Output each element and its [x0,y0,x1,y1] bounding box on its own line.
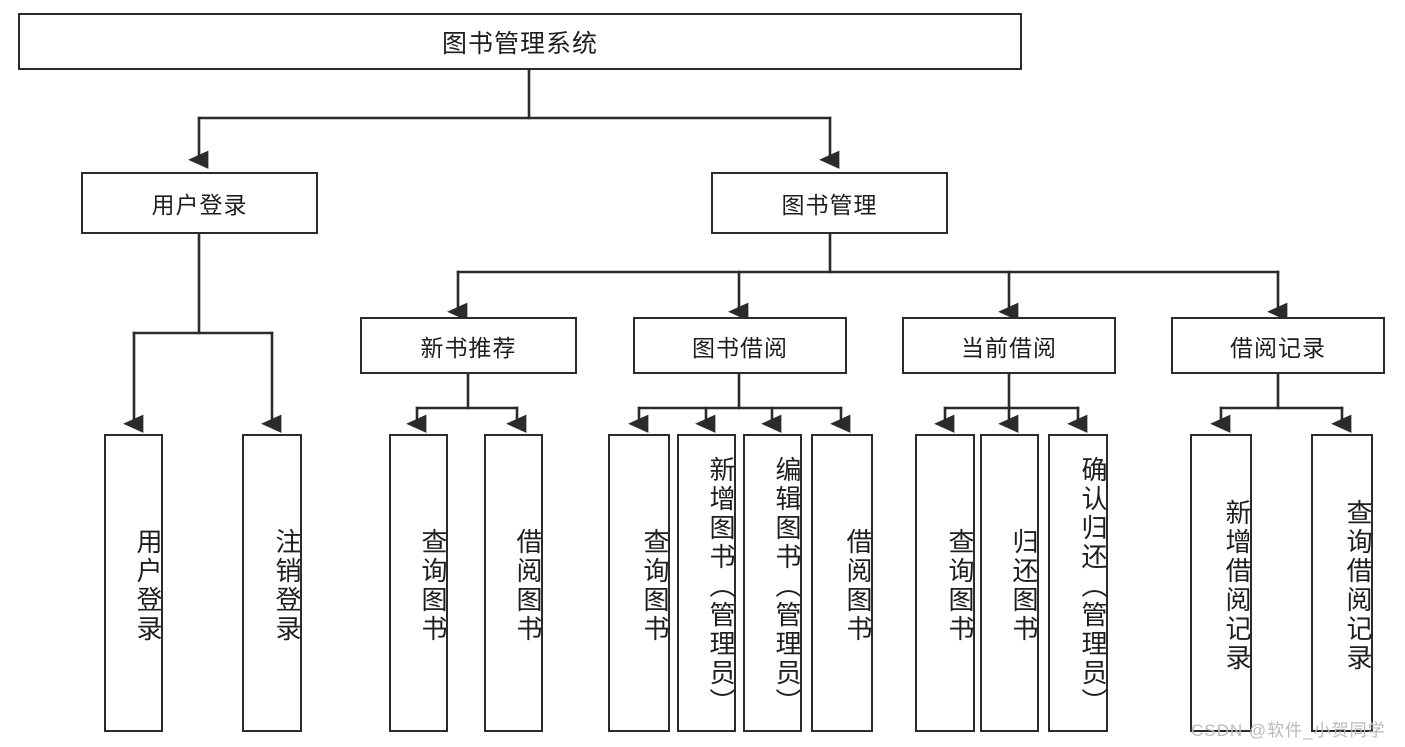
node-label: 查询图书 [640,528,670,644]
node-leaf-edit-book[interactable]: 编辑图书（管理员） [743,434,802,732]
node-label: 借阅图书 [843,528,873,644]
node-current-borrow[interactable]: 当前借阅 [902,317,1116,374]
node-label: 新增借阅记录 [1222,499,1252,673]
node-label: 注销登录 [272,528,302,644]
node-leaf-add-book[interactable]: 新增图书（管理员） [677,434,736,732]
node-leaf-borrow-book-2[interactable]: 借阅图书 [811,434,873,732]
node-borrow-record[interactable]: 借阅记录 [1171,317,1385,374]
node-leaf-return-book[interactable]: 归还图书 [980,434,1039,732]
node-user-login[interactable]: 用户登录 [81,172,318,234]
node-leaf-user-login[interactable]: 用户登录 [104,434,163,732]
node-leaf-query-record[interactable]: 查询借阅记录 [1311,434,1373,732]
node-label: 查询借阅记录 [1343,499,1373,673]
node-label: 归还图书 [1009,528,1039,644]
node-book-borrow[interactable]: 图书借阅 [633,317,847,374]
node-leaf-query-book-2[interactable]: 查询图书 [608,434,670,732]
node-new-book-recommend[interactable]: 新书推荐 [360,317,577,374]
node-label: 新增图书（管理员） [706,455,736,717]
node-leaf-query-book-3[interactable]: 查询图书 [915,434,975,732]
node-leaf-borrow-book-1[interactable]: 借阅图书 [484,434,543,732]
node-book-manage[interactable]: 图书管理 [711,172,948,234]
node-label: 用户登录 [133,528,163,644]
node-leaf-logout[interactable]: 注销登录 [242,434,302,732]
node-label: 确认归还（管理员） [1078,455,1108,717]
node-label: 查询图书 [945,528,975,644]
node-leaf-confirm-return[interactable]: 确认归还（管理员） [1048,434,1108,732]
node-label: 编辑图书（管理员） [772,455,802,717]
node-label: 借阅图书 [513,528,543,644]
node-leaf-add-record[interactable]: 新增借阅记录 [1190,434,1252,732]
node-root[interactable]: 图书管理系统 [18,13,1022,70]
node-label: 查询图书 [418,528,448,644]
node-leaf-query-book-1[interactable]: 查询图书 [389,434,448,732]
